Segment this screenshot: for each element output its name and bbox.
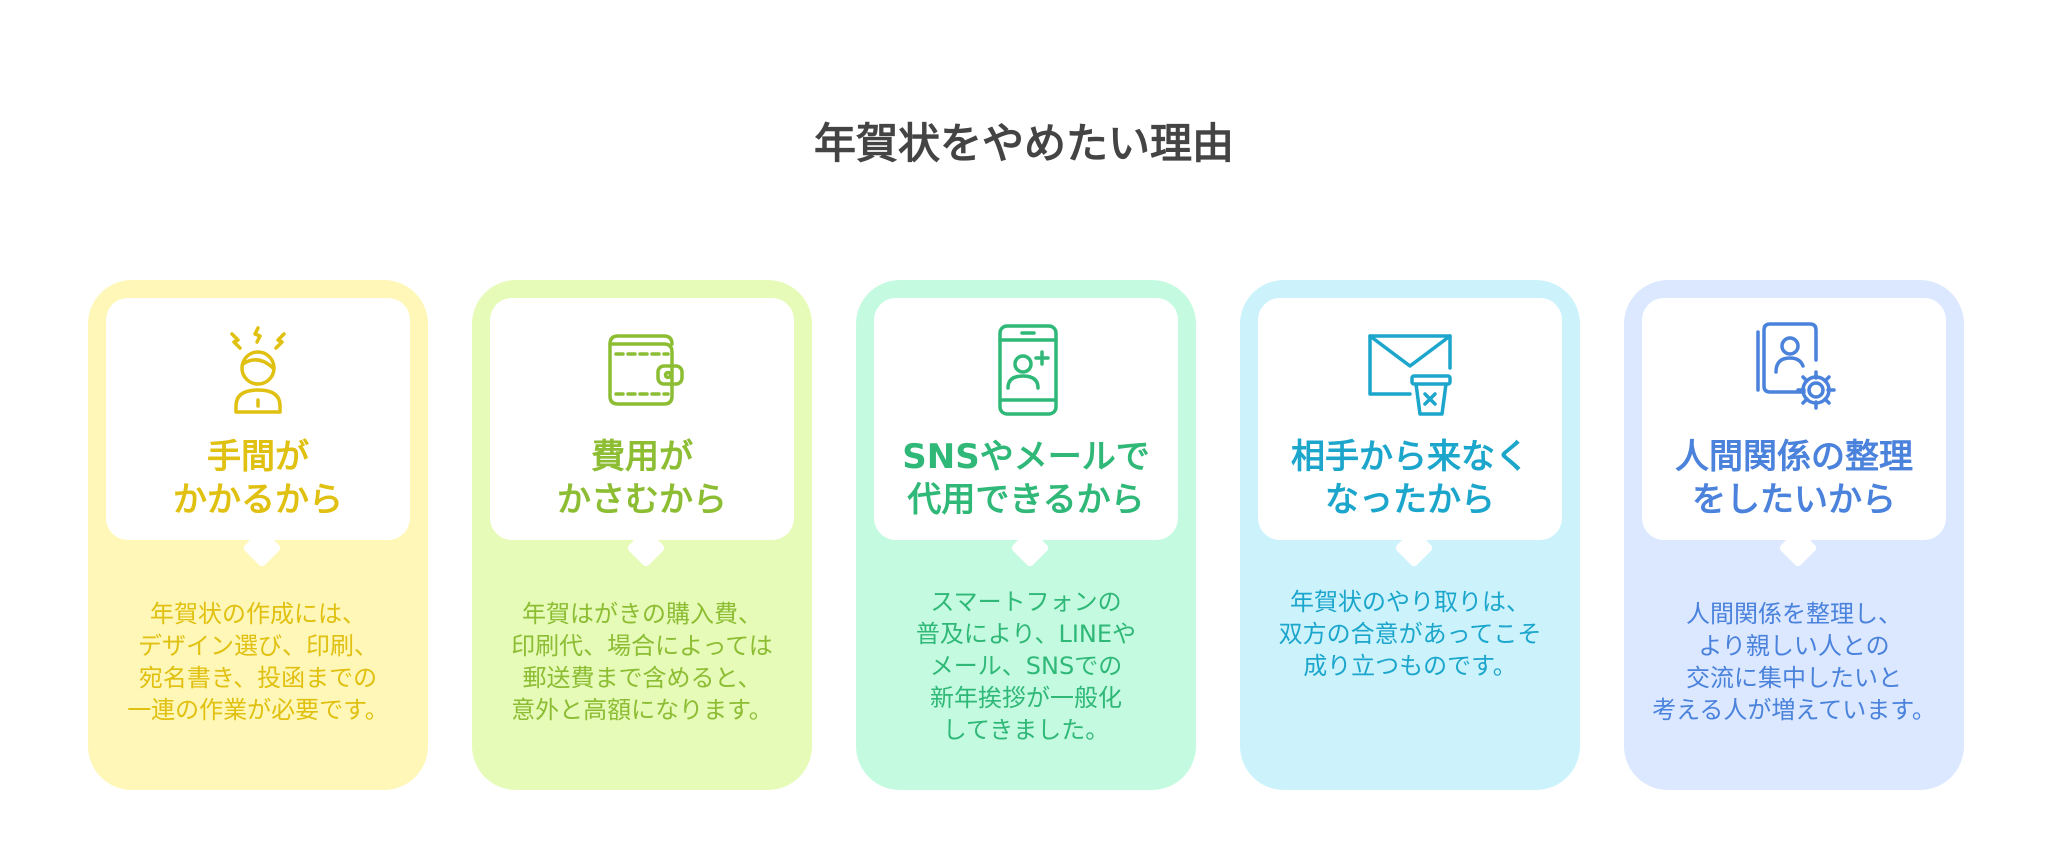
page-title: 年賀状をやめたい理由 bbox=[813, 119, 1234, 168]
card-heading: 費用が かさむから bbox=[557, 437, 727, 520]
contact-settings-icon bbox=[1744, 320, 1844, 420]
card-description: 年賀はがきの購入費、 印刷代、場合によっては 郵送費まで含めると、 意外と高額に… bbox=[511, 600, 773, 724]
reason-card-effort: 手間が かかるから 年賀状の作成には、 デザイン選び、印刷、 宛名書き、投函まで… bbox=[88, 280, 428, 790]
card-description: 年賀状のやり取りは、 双方の合意があってこそ 成り立つものです。 bbox=[1278, 588, 1542, 680]
smartphone-contact-icon bbox=[976, 320, 1076, 420]
card-heading: SNSやメールで 代用できるから bbox=[902, 437, 1150, 520]
reason-card-relationships: 人間関係の整理 をしたいから 人間関係を整理し、 より親しい人との 交流に集中し… bbox=[1624, 280, 1964, 790]
stressed-person-icon bbox=[208, 320, 308, 420]
reason-card-no-reply: 相手から来なく なったから 年賀状のやり取りは、 双方の合意があってこそ 成り立… bbox=[1240, 280, 1580, 790]
wallet-icon bbox=[592, 320, 692, 420]
card-heading: 人間関係の整理 をしたいから bbox=[1675, 437, 1913, 520]
card-header-panel: 手間が かかるから bbox=[106, 298, 410, 568]
reason-card-cost: 費用が かさむから 年賀はがきの購入費、 印刷代、場合によっては 郵送費まで含め… bbox=[472, 280, 812, 790]
card-header-panel: 人間関係の整理 をしたいから bbox=[1642, 298, 1946, 568]
reason-card-sns: SNSやメールで 代用できるから スマートフォンの 普及により、LINEや メー… bbox=[856, 280, 1196, 790]
card-header-panel: 相手から来なく なったから bbox=[1258, 298, 1562, 568]
card-description: スマートフォンの 普及により、LINEや メール、SNSでの 新年挨拶が一般化 … bbox=[915, 588, 1137, 744]
card-description: 年賀状の作成には、 デザイン選び、印刷、 宛名書き、投函までの 一連の作業が必要… bbox=[127, 600, 389, 724]
card-header-panel: SNSやメールで 代用できるから bbox=[874, 298, 1178, 568]
mail-cancel-icon bbox=[1360, 320, 1460, 420]
card-heading: 相手から来なく なったから bbox=[1291, 437, 1529, 520]
card-heading: 手間が かかるから bbox=[173, 437, 343, 520]
card-header-panel: 費用が かさむから bbox=[490, 298, 794, 568]
card-description: 人間関係を整理し、 より親しい人との 交流に集中したいと 考える人が増えています… bbox=[1652, 600, 1936, 724]
